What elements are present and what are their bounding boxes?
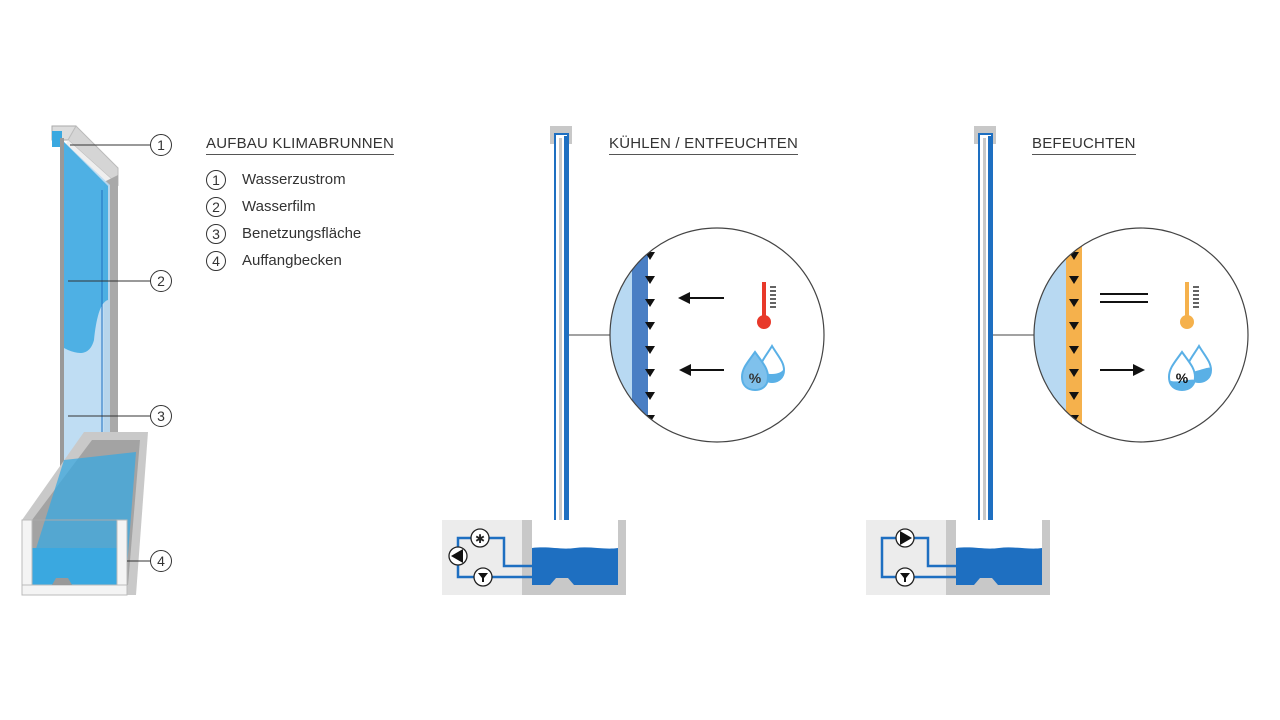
callout-4: 4	[150, 550, 172, 572]
pump-icon	[895, 528, 915, 548]
legend-label: Benetzungsfläche	[242, 225, 362, 242]
top-inlet	[51, 125, 119, 190]
equals-icon	[1100, 293, 1148, 303]
humidity-icon: %	[740, 344, 786, 392]
thermometer-icon	[757, 282, 776, 329]
humidity-symbol: %	[749, 370, 762, 386]
frame-rail	[60, 138, 64, 578]
legend-label: Auffangbecken	[242, 252, 342, 269]
pipe-loop	[880, 536, 956, 579]
thermometer-icon	[1180, 282, 1199, 329]
legend-label: Wasserfilm	[242, 198, 316, 215]
legend-number: 4	[206, 250, 226, 271]
arrow-right-icon	[1100, 364, 1145, 376]
chiller-icon: ✱	[470, 528, 490, 548]
legend-number: 1	[206, 169, 226, 190]
humidifying-title: BEFEUCHTEN	[1032, 135, 1136, 155]
pump-icon	[448, 546, 468, 566]
legend: 1 Wasserzustrom 2 Wasserfilm 3 Benetzungsfl…	[206, 166, 361, 274]
legend-number: 3	[206, 223, 226, 244]
callout-3: 3	[150, 405, 172, 427]
legend-number: 2	[206, 196, 226, 217]
svg-text:✱: ✱	[475, 532, 485, 546]
legend-item: 4 Auffangbecken	[206, 247, 361, 274]
humidity-icon: %	[1167, 344, 1213, 392]
setup-title: AUFBAU KLIMABRUNNEN	[206, 135, 394, 155]
cooling-title: KÜHLEN / ENTFEUCHTEN	[609, 135, 799, 155]
legend-item: 3 Benetzungsfläche	[206, 220, 361, 247]
detail-circle	[1033, 227, 1249, 443]
callout-2: 2	[150, 270, 172, 292]
water-film	[64, 142, 108, 353]
collection-basin	[21, 432, 148, 596]
callout-1: 1	[150, 134, 172, 156]
legend-label: Wasserzustrom	[242, 171, 346, 188]
legend-item: 1 Wasserzustrom	[206, 166, 361, 193]
filter-icon	[895, 567, 915, 587]
humidity-symbol: %	[1176, 370, 1189, 386]
filter-icon	[473, 567, 493, 587]
detail-circle	[609, 227, 825, 443]
arrow-left-icon	[678, 292, 724, 304]
legend-item: 2 Wasserfilm	[206, 193, 361, 220]
arrow-left-icon	[679, 364, 724, 376]
